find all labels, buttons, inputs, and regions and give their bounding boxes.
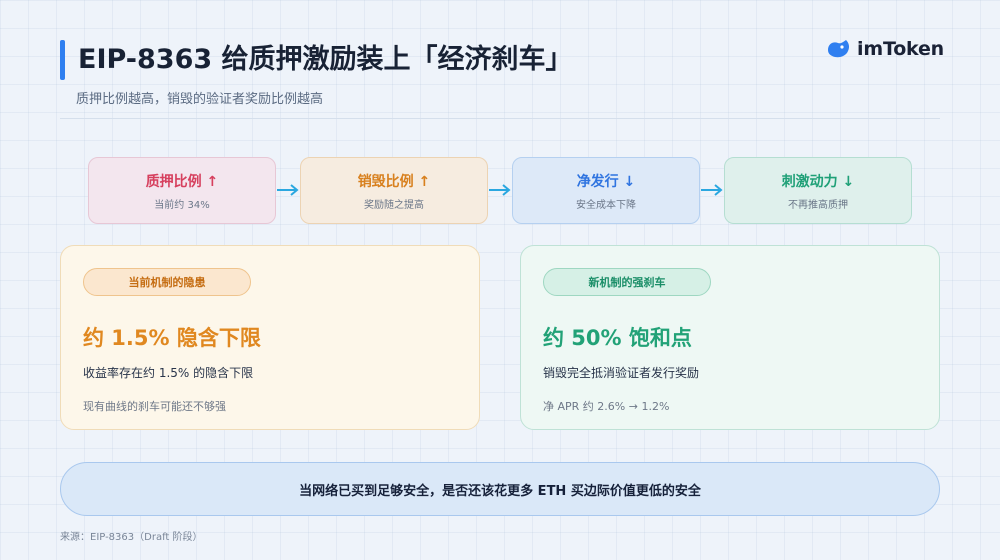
title-accent-bar bbox=[60, 40, 65, 80]
brand-name: imToken bbox=[857, 38, 944, 60]
card-body: 收益率存在约 1.5% 的隐含下限 bbox=[83, 366, 254, 380]
current-mechanism-card: 当前机制的隐患 约 1.5% 隐含下限 收益率存在约 1.5% 的隐含下限 现有… bbox=[60, 245, 480, 430]
flow-step-caption: 当前约 34% bbox=[154, 199, 210, 211]
flow-step-title: 质押比例 ↑ bbox=[145, 173, 219, 190]
card-note: 净 APR 约 2.6% → 1.2% bbox=[543, 400, 670, 413]
flow-step-caption: 不再推高质押 bbox=[788, 199, 848, 211]
card-body: 销毁完全抵消验证者发行奖励 bbox=[543, 366, 700, 380]
card-headline: 约 50% 饱和点 bbox=[543, 326, 692, 350]
flow-step-title: 刺激动力 ↓ bbox=[781, 173, 855, 190]
brand-logo: imToken bbox=[827, 38, 944, 60]
arrow-right-icon bbox=[277, 184, 299, 196]
flow-step-title: 净发行 ↓ bbox=[576, 173, 636, 190]
conclusion-banner: 当网络已买到足够安全，是否还该花更多 ETH 买边际价值更低的安全 bbox=[60, 462, 940, 516]
page-subtitle: 质押比例越高，销毁的验证者奖励比例越高 bbox=[76, 92, 324, 107]
card-note: 现有曲线的刹车可能还不够强 bbox=[83, 400, 226, 413]
card-tag: 当前机制的隐患 bbox=[83, 268, 251, 296]
proposed-mechanism-card: 新机制的强刹车 约 50% 饱和点 销毁完全抵消验证者发行奖励 净 APR 约 … bbox=[520, 245, 940, 430]
flow-step-burn-ratio: 销毁比例 ↑ 奖励随之提高 bbox=[300, 157, 488, 224]
arrow-right-icon bbox=[701, 184, 723, 196]
flow-step-caption: 奖励随之提高 bbox=[364, 199, 424, 211]
imtoken-logo-icon bbox=[828, 40, 850, 58]
page-title: EIP-8363 给质押激励装上「经济刹车」 bbox=[78, 44, 573, 75]
flow-step-caption: 安全成本下降 bbox=[576, 199, 636, 211]
card-tag: 新机制的强刹车 bbox=[543, 268, 711, 296]
card-headline: 约 1.5% 隐含下限 bbox=[83, 326, 261, 350]
header-divider bbox=[60, 118, 940, 119]
flow-step-net-issuance: 净发行 ↓ 安全成本下降 bbox=[512, 157, 700, 224]
arrow-right-icon bbox=[489, 184, 511, 196]
source-note: 来源：EIP-8363（Draft 阶段） bbox=[60, 532, 203, 543]
flow-step-title: 销毁比例 ↑ bbox=[357, 173, 431, 190]
flow-step-staking-ratio: 质押比例 ↑ 当前约 34% bbox=[88, 157, 276, 224]
flow-step-incentive: 刺激动力 ↓ 不再推高质押 bbox=[724, 157, 912, 224]
